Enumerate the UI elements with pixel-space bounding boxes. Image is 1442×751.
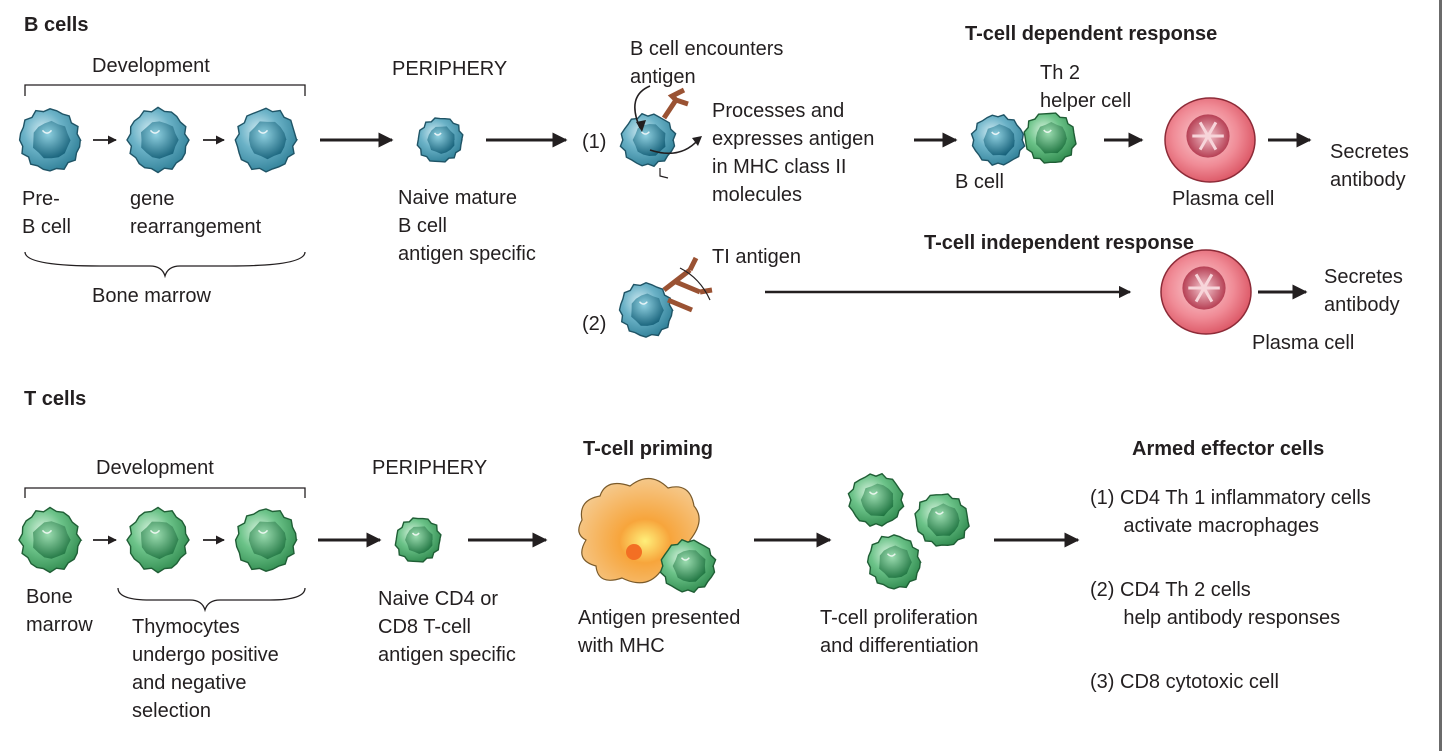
naive-b-cell-highlight <box>433 132 442 136</box>
antigen-presented-label: Antigen presented with MHC <box>578 607 741 657</box>
right-border <box>1439 0 1442 751</box>
antigen-bind-arrow-head <box>636 120 646 132</box>
t-independent-title: T-cell independent response <box>924 232 1195 254</box>
gene-rearrangement-cell-1-highlight <box>149 129 161 134</box>
effector-item-1: (1) CD4 Th 1 inflammatory cells activate… <box>1090 487 1371 537</box>
armed-effector-title: Armed effector cells <box>1132 438 1325 460</box>
bone-marrow-t-cell-highlight <box>41 529 53 534</box>
b-cells-title: B cells <box>24 14 89 36</box>
gene-rearrangement-label: gene rearrangement <box>130 188 262 238</box>
b-development-label: Development <box>92 55 210 77</box>
proliferating-t-cell-2-nucleus <box>927 503 960 537</box>
t-cell-priming-title: T-cell priming <box>583 438 714 460</box>
ti-antigen-shape <box>679 267 711 301</box>
naive-t-cell-highlight <box>411 532 420 536</box>
proliferating-t-cell-3-nucleus <box>879 545 912 578</box>
plasma-cell-2-spoke <box>1202 273 1214 289</box>
antigen-receptor <box>661 87 689 120</box>
t-development-label: Development <box>96 457 214 479</box>
t-bone-marrow-label: Bone marrow <box>26 586 93 636</box>
t-periphery-label: PERIPHERY <box>372 457 488 479</box>
mhc-mark <box>659 168 669 179</box>
b-cell-with-th2-highlight <box>991 131 1000 135</box>
priming-t-cell-highlight <box>680 557 690 561</box>
secretes-antibody-label-2: Secretes antibody <box>1324 266 1403 316</box>
antigen-encounter-b-cell-highlight <box>640 131 650 135</box>
t-dependent-title: T-cell dependent response <box>965 23 1218 45</box>
b-cell-encounters-label: B cell encounters antigen <box>630 38 784 88</box>
plasma-cell-1-spoke <box>1206 121 1218 137</box>
b-cell-with-th2-nucleus <box>983 124 1015 156</box>
plasma-cell-label-1: Plasma cell <box>1172 188 1275 210</box>
thymocyte-brace <box>117 587 306 613</box>
processes-antigen-label: Processes and expresses antigen in MHC c… <box>712 100 875 206</box>
proliferating-t-cell-2-highlight <box>934 511 944 515</box>
th2-helper-cell-nucleus <box>1035 122 1067 154</box>
b-development-bracket <box>24 84 306 96</box>
thymocyte-cell-2-highlight <box>257 529 269 534</box>
thymocytes-label: Thymocytes undergo positive and negative… <box>132 616 279 722</box>
processing-arrow-head <box>692 136 702 146</box>
effector-item-3: (3) CD8 cytotoxic cell <box>1090 671 1279 693</box>
processing-arrow <box>649 139 699 155</box>
gene-rearrangement-cell-2-highlight <box>257 129 269 134</box>
t-development-bracket <box>24 487 306 498</box>
pre-b-cell-label: Pre- B cell <box>22 188 71 238</box>
plasma-cell-2-spoke <box>1194 287 1206 303</box>
priming-t-cell-nucleus <box>672 550 706 582</box>
plasma-cell-1-spoke <box>1198 121 1210 137</box>
antigen-encounter-b-cell-nucleus <box>632 124 666 156</box>
naive-t-cell-nucleus <box>405 526 433 554</box>
t-cells-title: T cells <box>24 388 87 410</box>
apc-antigen-core <box>626 544 642 560</box>
th2-helper-label: Th 2 helper cell <box>1040 62 1132 112</box>
b-cell-label: B cell <box>955 171 1004 193</box>
ti-antigen-receptors <box>662 256 713 313</box>
ti-antigen-b-cell-highlight <box>638 301 648 305</box>
proliferating-t-cell-1-highlight <box>868 491 878 495</box>
naive-b-cell-nucleus <box>427 126 455 154</box>
th2-helper-cell-highlight <box>1043 129 1052 133</box>
proliferating-t-cell-1-nucleus <box>860 483 894 517</box>
bone-marrow-label: Bone marrow <box>92 285 211 307</box>
proliferation-label: T-cell proliferation and differentiation <box>820 607 979 657</box>
thymocyte-cell-1-highlight <box>149 529 161 534</box>
ti-antigen-b-cell-nucleus <box>631 293 664 326</box>
plasma-cell-label-2: Plasma cell <box>1252 332 1355 354</box>
plasma-cell-1-spoke <box>1206 135 1218 151</box>
pre-b-cell-highlight <box>41 129 53 134</box>
b-periphery-label: PERIPHERY <box>392 58 508 80</box>
naive-b-cell-label: Naive mature B cell antigen specific <box>398 187 536 265</box>
plasma-cell-2-spoke <box>1202 287 1214 303</box>
effector-item-2: (2) CD4 Th 2 cells help antibody respons… <box>1090 579 1341 629</box>
pre-b-cell-nucleus <box>33 120 71 159</box>
proliferating-t-cell-3-highlight <box>886 553 896 557</box>
plasma-cell-1-spoke <box>1198 135 1210 151</box>
b-bone-marrow-brace <box>24 251 306 279</box>
plasma-cell-2-spoke <box>1194 273 1206 289</box>
path-2-label: (2) <box>582 313 607 335</box>
ti-antigen-label: TI antigen <box>712 246 801 268</box>
naive-t-cell-label: Naive CD4 or CD8 T-cell antigen specific <box>378 588 516 666</box>
path-1-label: (1) <box>582 131 607 153</box>
secretes-antibody-label-1: Secretes antibody <box>1330 141 1409 191</box>
